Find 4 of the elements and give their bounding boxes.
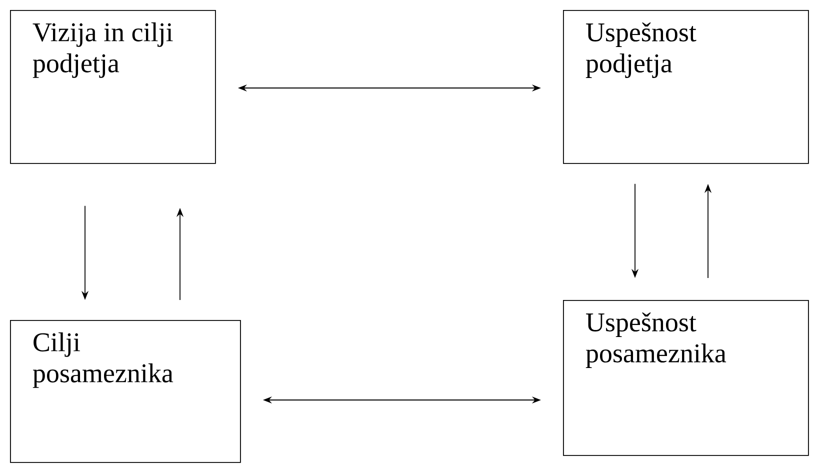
text-box: Cilji posameznika xyxy=(10,320,241,463)
text-box: Uspešnost podjetja xyxy=(563,10,809,164)
text-box: Uspešnost posameznika xyxy=(563,300,809,456)
text-box: Vizija in cilji podjetja xyxy=(10,10,216,164)
